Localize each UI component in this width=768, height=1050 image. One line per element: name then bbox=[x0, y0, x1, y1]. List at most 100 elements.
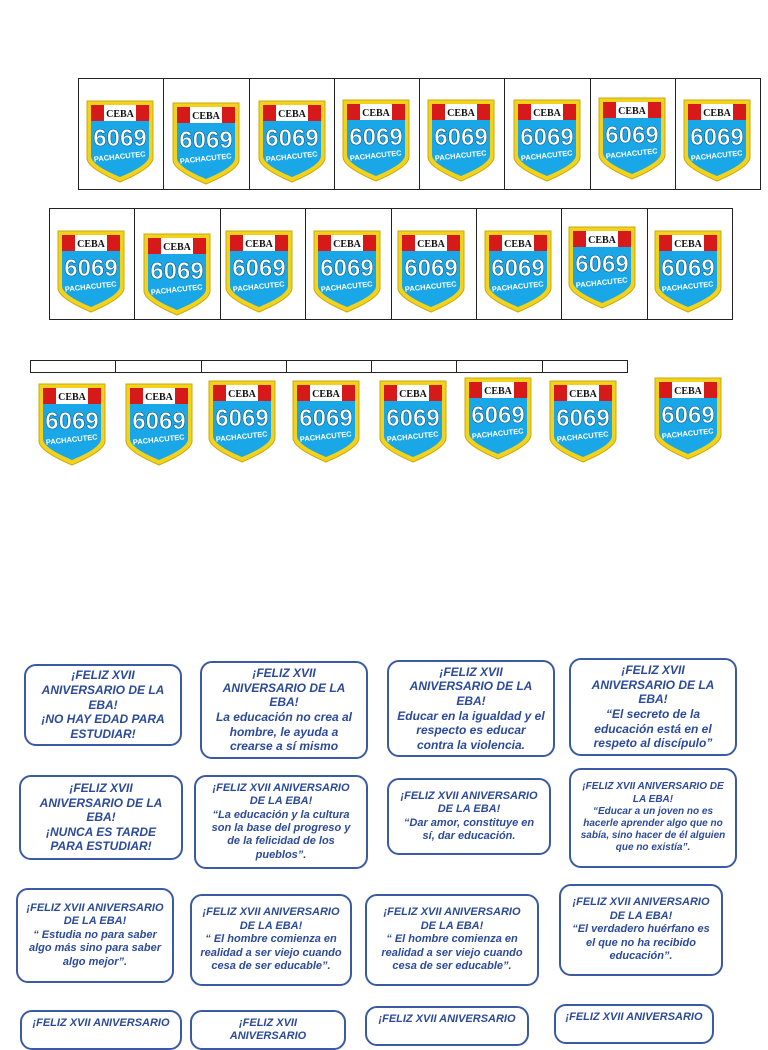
ceba-badge-logo: CEBA 6069 PACHACUTEC bbox=[395, 228, 467, 314]
ceba-badge-logo: CEBA 6069 PACHACUTEC bbox=[123, 381, 195, 467]
ceba-badge-logo: CEBA 6069 PACHACUTEC bbox=[290, 378, 362, 464]
badge-cell bbox=[250, 79, 335, 189]
badge-number: 6069 bbox=[434, 124, 487, 151]
badge-top-label: CEBA bbox=[674, 239, 703, 250]
shield-logo-icon: CEBA 6069 PACHACUTEC bbox=[484, 230, 552, 313]
card-quote: “Educar a un joven no es hacerle aprende… bbox=[580, 805, 726, 854]
quote-card: ¡FELIZ XVII ANIVERSARIO DE LA EBA!Educar… bbox=[387, 660, 555, 757]
card-title: ¡FELIZ XVII ANIVERSARIO DE LA EBA! bbox=[26, 901, 164, 928]
quote-card: ¡FELIZ XVII ANIVERSARIO bbox=[20, 1010, 182, 1050]
strip-cell bbox=[116, 361, 202, 372]
badge-number: 6069 bbox=[471, 402, 524, 429]
badge-cell bbox=[135, 209, 221, 319]
quote-card: ¡FELIZ XVII ANIVERSARIO DE LA EBA!“Dar a… bbox=[387, 778, 551, 855]
badge-number: 6069 bbox=[556, 405, 609, 432]
card-quote: “ El hombre comienza en realidad a ser v… bbox=[381, 933, 523, 973]
badge-top-label: CEBA bbox=[58, 392, 87, 403]
badge-number: 6069 bbox=[605, 122, 658, 149]
quote-card: ¡FELIZ XVII ANIVERSARIO DE LA EBA!¡NUNCA… bbox=[19, 775, 183, 860]
card-title: ¡FELIZ XVII ANIVERSARIO bbox=[565, 1011, 703, 1023]
strip-cell bbox=[457, 361, 543, 372]
card-quote: “ Estudia no para saber algo más sino pa… bbox=[28, 928, 162, 968]
quote-card: ¡FELIZ XVII ANIVERSARIO bbox=[190, 1010, 346, 1050]
ceba-badge-logo: CEBA 6069 PACHACUTEC bbox=[311, 228, 383, 314]
ceba-badge-logo: CEBA 6069 PACHACUTEC bbox=[425, 97, 497, 183]
badge-top-label: CEBA bbox=[245, 239, 274, 250]
ceba-badge-logo: CEBA 6069 PACHACUTEC bbox=[141, 231, 213, 317]
card-quote: Educar en la igualdad y el respecto es e… bbox=[397, 708, 545, 752]
badge-number: 6069 bbox=[179, 127, 232, 154]
badge-number: 6069 bbox=[265, 125, 318, 152]
quote-card: ¡FELIZ XVII ANIVERSARIO DE LA EBA!“ Estu… bbox=[16, 888, 174, 983]
shield-logo-icon: CEBA 6069 PACHACUTEC bbox=[208, 380, 276, 463]
badge-number: 6069 bbox=[150, 258, 203, 285]
card-title: ¡FELIZ XVII ANIVERSARIO bbox=[229, 1017, 307, 1043]
shield-logo-icon: CEBA 6069 PACHACUTEC bbox=[513, 99, 581, 182]
ceba-badge-logo: CEBA 6069 PACHACUTEC bbox=[55, 228, 127, 314]
shield-logo-icon: CEBA 6069 PACHACUTEC bbox=[225, 230, 293, 313]
shield-logo-icon: CEBA 6069 PACHACUTEC bbox=[397, 230, 465, 313]
quote-card: ¡FELIZ XVII ANIVERSARIO bbox=[554, 1004, 714, 1044]
shield-logo-icon: CEBA 6069 PACHACUTEC bbox=[598, 97, 666, 180]
badge-row-1 bbox=[78, 78, 761, 190]
badge-top-label: CEBA bbox=[504, 239, 533, 250]
badge-cell bbox=[562, 209, 648, 319]
badge-number: 6069 bbox=[132, 408, 185, 435]
shield-logo-icon: CEBA 6069 PACHACUTEC bbox=[654, 230, 722, 313]
ceba-badge-logo: CEBA 6069 PACHACUTEC bbox=[652, 375, 724, 461]
badge-top-label: CEBA bbox=[145, 392, 174, 403]
quote-card: ¡FELIZ XVII ANIVERSARIO bbox=[365, 1006, 529, 1046]
badge-top-label: CEBA bbox=[312, 389, 341, 400]
card-quote: “El verdadero huérfano es el que no ha r… bbox=[572, 923, 710, 963]
badge-number: 6069 bbox=[64, 255, 117, 282]
shield-logo-icon: CEBA 6069 PACHACUTEC bbox=[683, 99, 751, 182]
ceba-badge-logo: CEBA 6069 PACHACUTEC bbox=[170, 100, 242, 186]
badge-number: 6069 bbox=[299, 405, 352, 432]
badge-top-label: CEBA bbox=[533, 108, 562, 119]
ceba-badge-logo: CEBA 6069 PACHACUTEC bbox=[223, 228, 295, 314]
badge-row-2 bbox=[49, 208, 733, 320]
shield-logo-icon: CEBA 6069 PACHACUTEC bbox=[125, 383, 193, 466]
badge-cell bbox=[591, 79, 676, 189]
badge-number: 6069 bbox=[661, 255, 714, 282]
card-quote: “La educación y la cultura son la base d… bbox=[211, 808, 351, 861]
badge-top-label: CEBA bbox=[674, 386, 703, 397]
ceba-badge-logo: CEBA 6069 PACHACUTEC bbox=[340, 97, 412, 183]
badge-number: 6069 bbox=[491, 255, 544, 282]
strip-cell bbox=[372, 361, 458, 372]
badge-number: 6069 bbox=[404, 255, 457, 282]
ceba-badge-logo: CEBA 6069 PACHACUTEC bbox=[681, 97, 753, 183]
badge-top-label: CEBA bbox=[163, 242, 192, 253]
shield-logo-icon: CEBA 6069 PACHACUTEC bbox=[172, 102, 240, 185]
card-title: ¡FELIZ XVII ANIVERSARIO DE LA EBA! bbox=[202, 906, 340, 932]
card-title: ¡FELIZ XVII ANIVERSARIO DE LA EBA! bbox=[572, 896, 710, 922]
badge-top-label: CEBA bbox=[588, 235, 617, 246]
badge-cell bbox=[50, 209, 136, 319]
shield-logo-icon: CEBA 6069 PACHACUTEC bbox=[86, 100, 154, 183]
quote-card: ¡FELIZ XVII ANIVERSARIO DE LA EBA!“ El h… bbox=[365, 894, 539, 986]
shield-logo-icon: CEBA 6069 PACHACUTEC bbox=[143, 233, 211, 316]
shield-logo-icon: CEBA 6069 PACHACUTEC bbox=[342, 99, 410, 182]
badge-top-label: CEBA bbox=[569, 389, 598, 400]
badge-row-3-strip bbox=[30, 360, 628, 373]
quote-card: ¡FELIZ XVII ANIVERSARIO DE LA EBA!¡NO HA… bbox=[24, 664, 182, 746]
badge-cell bbox=[335, 79, 420, 189]
badge-top-label: CEBA bbox=[447, 108, 476, 119]
shield-logo-icon: CEBA 6069 PACHACUTEC bbox=[654, 377, 722, 460]
badge-top-label: CEBA bbox=[618, 106, 647, 117]
badge-cell bbox=[505, 79, 591, 189]
badge-top-label: CEBA bbox=[77, 239, 106, 250]
quote-card: ¡FELIZ XVII ANIVERSARIO DE LA EBA!“ El h… bbox=[190, 894, 352, 986]
badge-cell bbox=[392, 209, 477, 319]
badge-cell bbox=[79, 79, 165, 189]
card-title: ¡FELIZ XVII ANIVERSARIO DE LA EBA! bbox=[582, 781, 724, 805]
ceba-badge-logo: CEBA 6069 PACHACUTEC bbox=[482, 228, 554, 314]
strip-cell bbox=[202, 361, 287, 372]
quote-card: ¡FELIZ XVII ANIVERSARIO DE LA EBA!“El se… bbox=[569, 658, 737, 756]
badge-number: 6069 bbox=[320, 255, 373, 282]
ceba-badge-logo: CEBA 6069 PACHACUTEC bbox=[462, 375, 534, 461]
strip-cell bbox=[543, 361, 627, 372]
card-quote: ¡NO HAY EDAD PARA ESTUDIAR! bbox=[41, 712, 165, 741]
card-title: ¡FELIZ XVII ANIVERSARIO DE LA EBA! bbox=[591, 663, 715, 707]
shield-logo-icon: CEBA 6069 PACHACUTEC bbox=[549, 380, 617, 463]
